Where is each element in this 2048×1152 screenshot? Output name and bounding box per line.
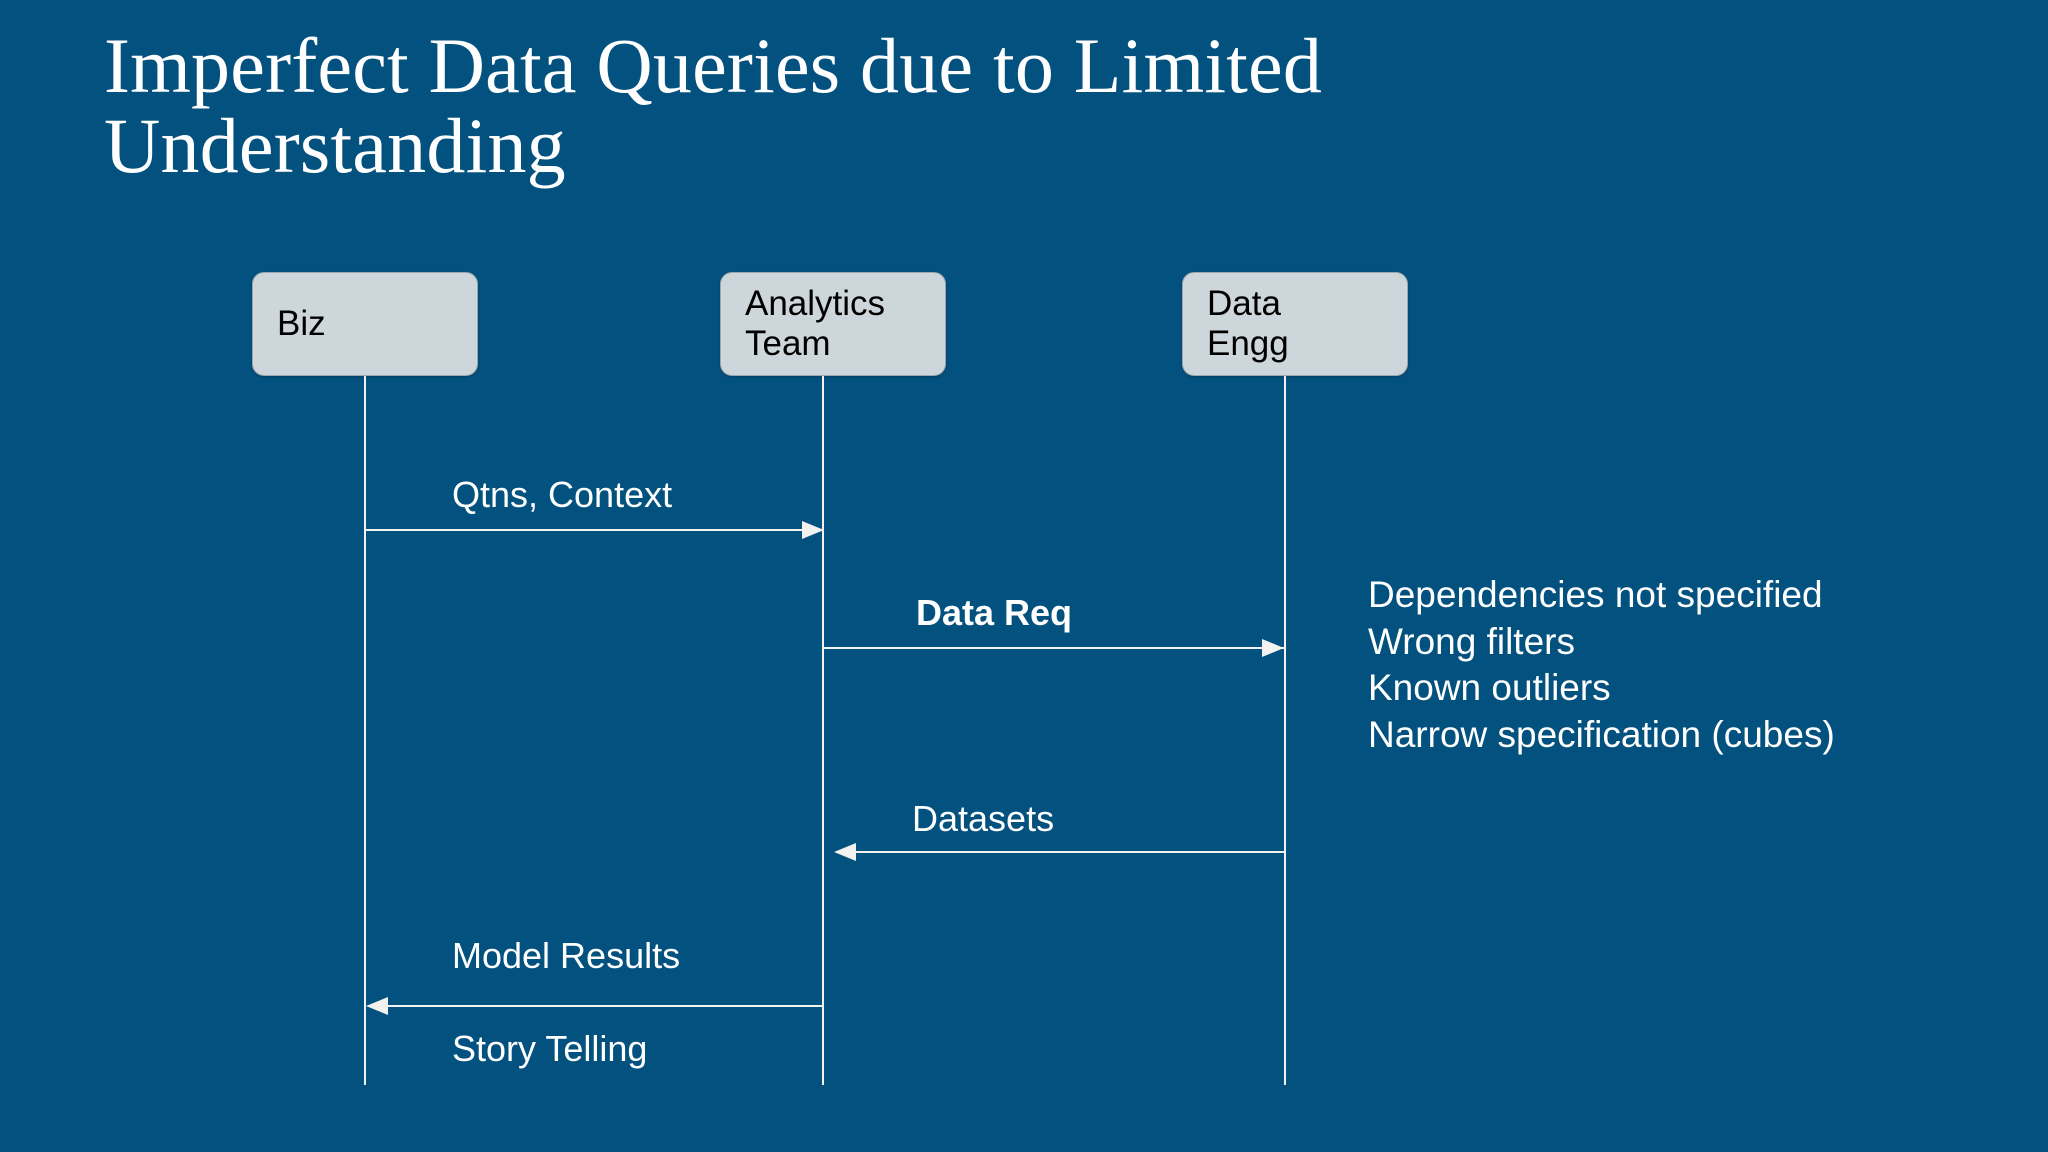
actor-label-data-engg: Data Engg xyxy=(1207,284,1289,363)
lifeline-data-engg xyxy=(1284,376,1286,1085)
message-line-data-req xyxy=(824,647,1284,649)
message-line-datasets xyxy=(836,851,1284,853)
annotation-list: Dependencies not specified Wrong filters… xyxy=(1368,572,1835,758)
annotation-line-1: Dependencies not specified xyxy=(1368,574,1823,615)
arrowhead-right-icon-qtns-context xyxy=(802,521,824,539)
message-label-story-telling: Story Telling xyxy=(452,1028,648,1069)
actor-box-analytics[interactable]: Analytics Team xyxy=(720,272,946,376)
page-title: Imperfect Data Queries due to Limited Un… xyxy=(104,22,1323,189)
arrowhead-right-icon-data-req xyxy=(1262,639,1284,657)
message-label-model-results: Model Results xyxy=(452,935,681,976)
arrowhead-left-icon-model-results xyxy=(366,997,388,1015)
actor-label-analytics: Analytics Team xyxy=(745,284,886,363)
arrowhead-left-icon-datasets xyxy=(834,843,856,861)
lifeline-analytics xyxy=(822,376,824,1085)
message-line-qtns-context xyxy=(366,529,824,531)
annotation-line-3: Known outliers xyxy=(1368,667,1611,709)
annotation-line-2: Wrong filters xyxy=(1368,620,1575,662)
annotation-line-4: Narrow specification (cubes) xyxy=(1368,713,1835,755)
message-line-model-results xyxy=(378,1005,824,1007)
lifeline-biz xyxy=(364,376,366,1085)
actor-box-data-engg[interactable]: Data Engg xyxy=(1182,272,1408,376)
message-label-data-req: Data Req xyxy=(916,592,1073,633)
actor-box-biz[interactable]: Biz xyxy=(252,272,478,376)
message-label-datasets: Datasets xyxy=(912,798,1055,839)
message-label-qtns-context: Qtns, Context xyxy=(452,474,673,515)
actor-label-biz: Biz xyxy=(277,304,326,344)
